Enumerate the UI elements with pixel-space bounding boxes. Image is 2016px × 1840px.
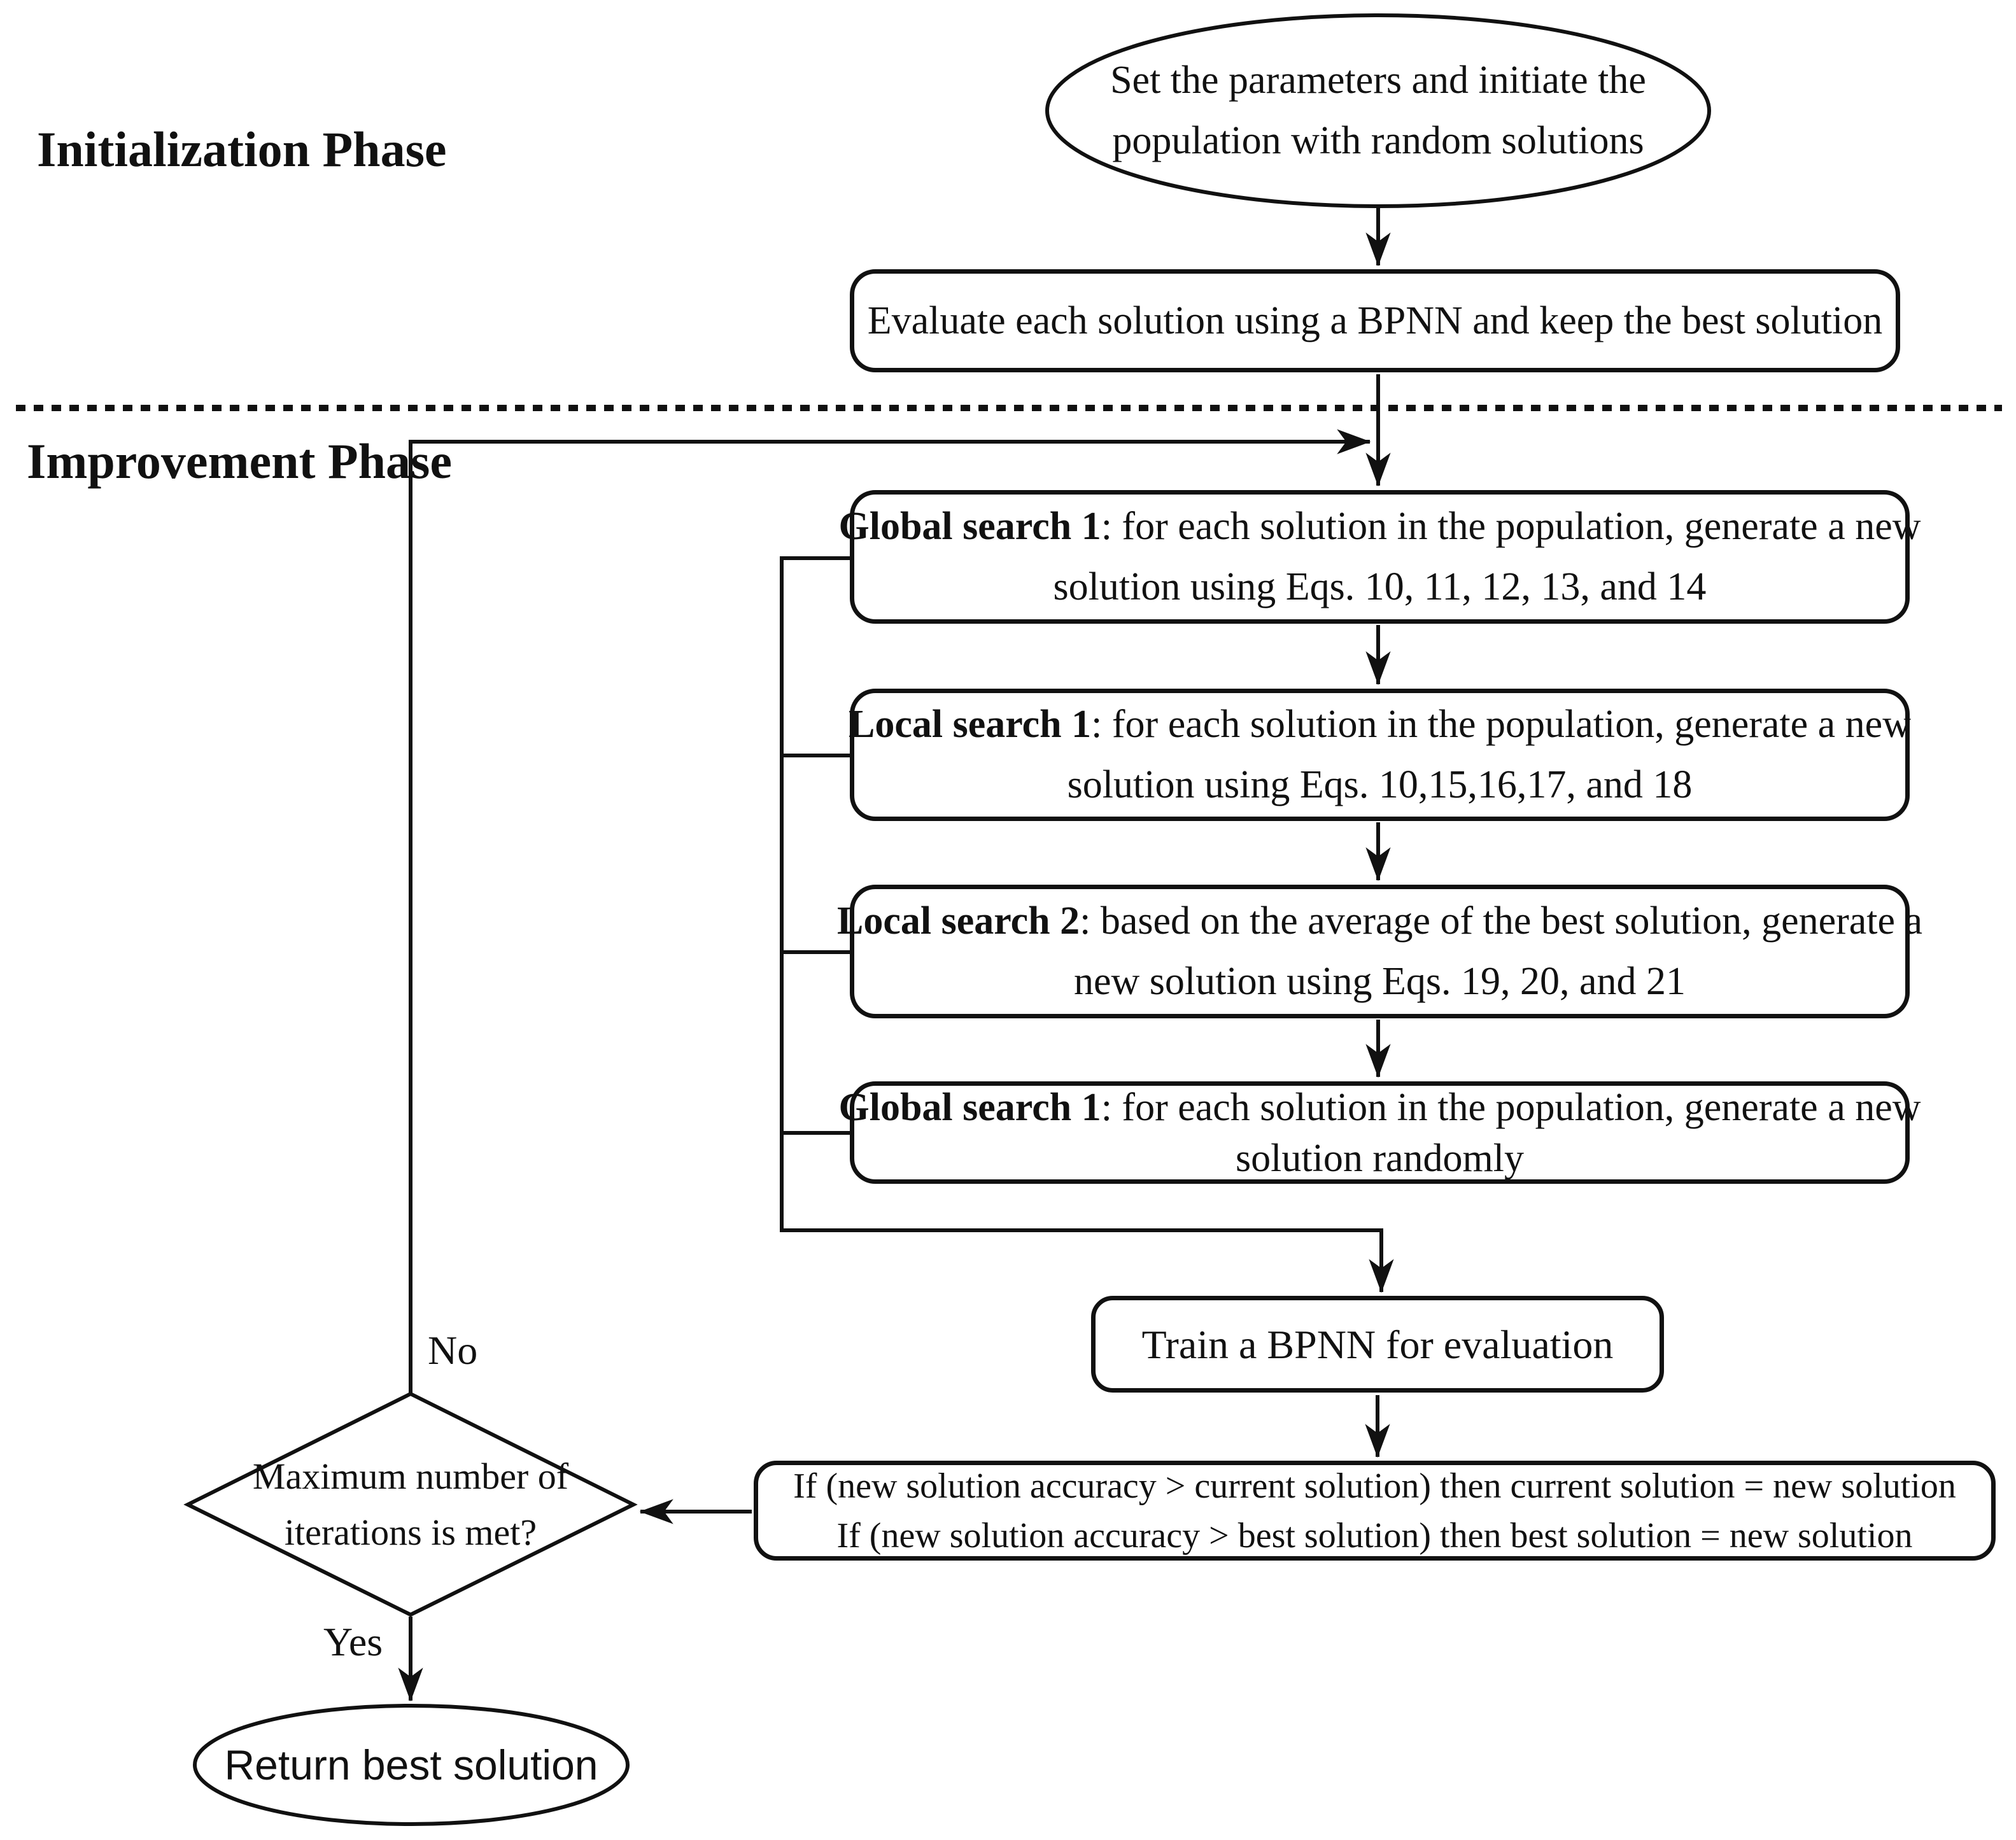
evaluate-text: Evaluate each solution using a BPNN and … [867,298,1883,342]
end-node-text: Return best solution [195,1706,628,1823]
start-ellipse-shape [1045,13,1711,208]
evaluate-node: Evaluate each solution using a BPNN and … [850,269,1900,372]
improvement-phase-label: Improvement Phase [27,433,452,489]
start-line1: Set the parameters and initiate the [1110,59,1646,102]
bracket-searches-to-train [780,556,1394,1293]
global1-line1: : for each solution in the population, g… [1101,505,1921,548]
local-search-2-node: Local search 2: based on the average of … [837,885,1922,1018]
global-search-1-node: Global search 1: for each solution in th… [839,490,1921,624]
initialization-phase-label: Initialization Phase [37,122,447,177]
local1-line1: : for each solution in the population, g… [1091,703,1911,746]
decision-diamond-shape [183,1391,638,1617]
global-random-title: Global search 1 [838,1085,1101,1129]
global1-title: Global search 1 [838,505,1101,548]
decision-line1: Maximum number of [252,1456,569,1497]
no-edge-label: No [428,1328,478,1373]
train-text: Train a BPNN for evaluation [1141,1321,1614,1367]
decision-line2: iterations is met? [284,1512,537,1553]
local2-line1: : based on the average of the best solut… [1080,899,1923,943]
decision-node-text: Maximum number of iterations is met? [220,1409,602,1600]
update-line2: If (new solution accuracy > best solutio… [836,1515,1913,1556]
local1-line2: solution using Eqs. 10,15,16,17, and 18 [1067,763,1693,806]
start-node-text: Set the parameters and initiate the popu… [1047,15,1709,206]
train-node: Train a BPNN for evaluation [1091,1296,1664,1393]
end-ellipse-shape [193,1704,630,1826]
local-search-1-node: Local search 1: for each solution in the… [849,689,1911,821]
local2-line2: new solution using Eqs. 19, 20, and 21 [1074,960,1686,1003]
local2-title: Local search 2 [836,899,1080,943]
update-rule-node: If (new solution accuracy > current solu… [754,1461,1996,1561]
start-line2: population with random solutions [1112,119,1644,162]
update-line1: If (new solution accuracy > current solu… [793,1466,1956,1506]
end-text: Return best solution [224,1741,598,1788]
local1-title: Local search 1 [849,703,1092,746]
global1-line2: solution using Eqs. 10, 11, 12, 13, and … [1053,565,1707,608]
global-random-line1: : for each solution in the population, g… [1101,1085,1921,1129]
arrow-no-loop-back [409,429,1371,1393]
yes-edge-label: Yes [323,1619,383,1664]
global-search-random-node: Global search 1: for each solution in th… [839,1081,1921,1184]
global-random-line2: solution randomly [1236,1136,1524,1180]
